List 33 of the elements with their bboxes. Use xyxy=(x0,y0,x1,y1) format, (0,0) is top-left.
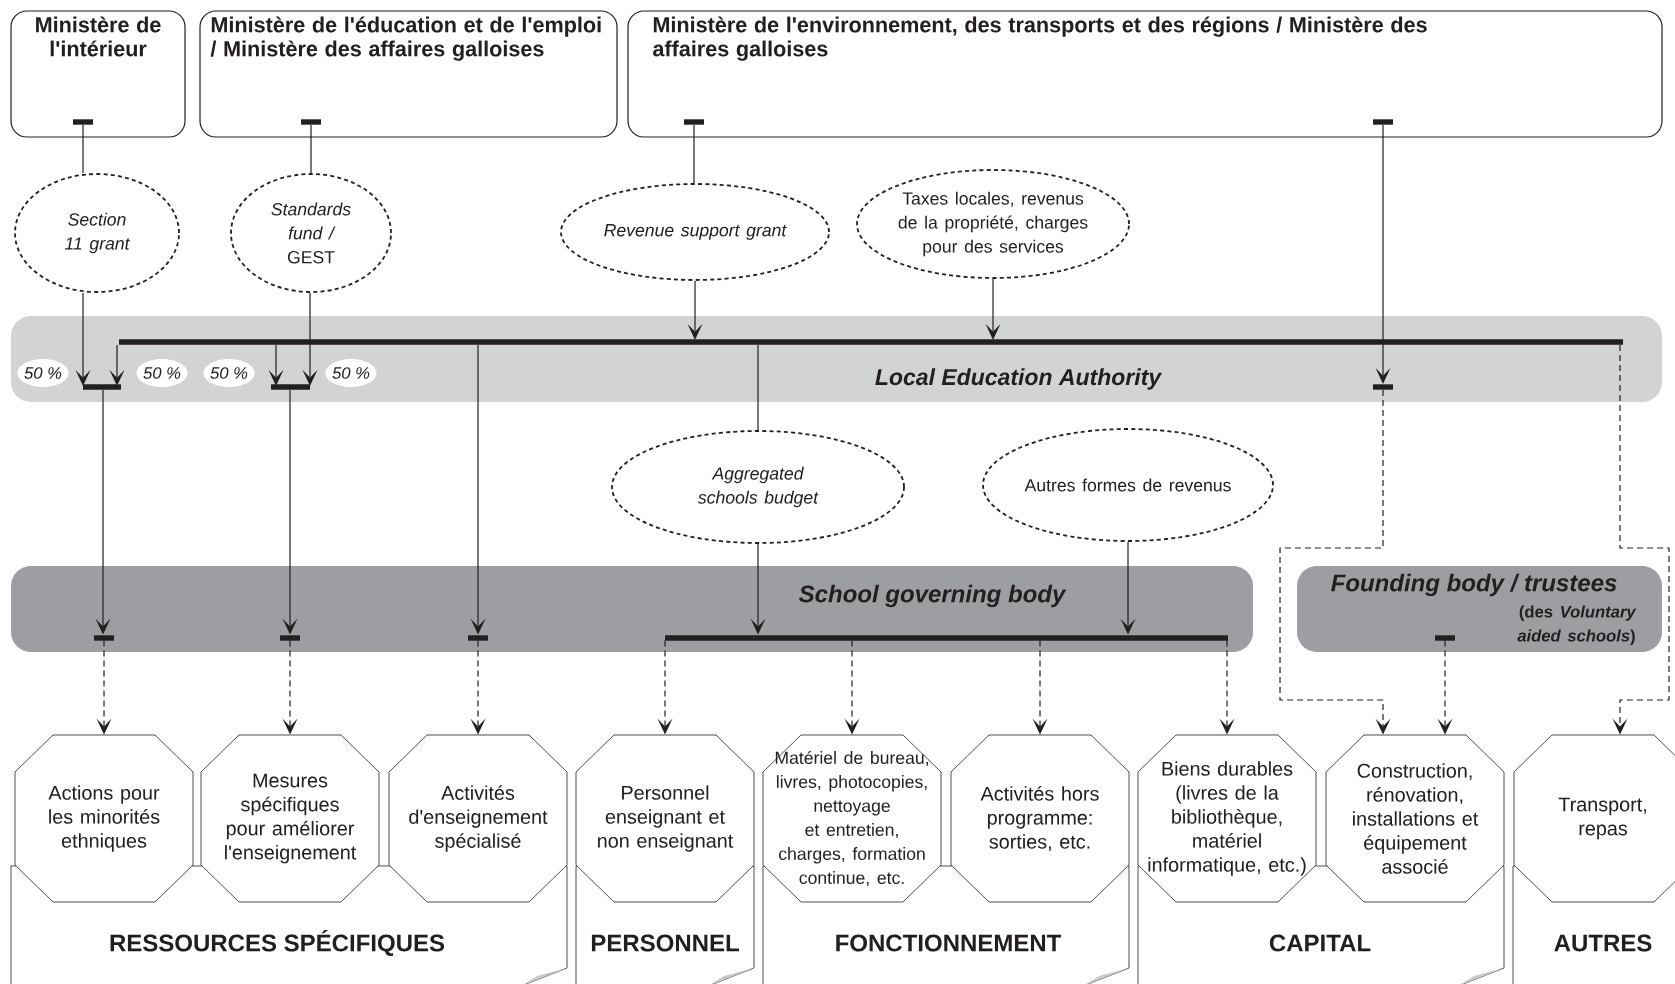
expense-octagon: Transport, repas xyxy=(1513,734,1675,903)
ministry-box: Ministère de l'éducation et de l'emploi / Ministère des affaires galloises xyxy=(199,10,618,138)
ministry-box: Ministère de l'intérieur xyxy=(10,10,186,138)
connector-bar xyxy=(1373,384,1393,390)
expense-octagon: Construction, rénovation, installations et équipement associé xyxy=(1325,734,1505,903)
connector-bar xyxy=(83,384,121,390)
expense-octagon: Actions pour les minorités ethniques xyxy=(14,734,194,903)
expense-octagon: Biens durables (livres de la bibliothèque, matériel informatique, etc.) xyxy=(1137,734,1317,903)
connector-line xyxy=(310,124,312,174)
connector-bar xyxy=(73,119,93,125)
connector-line xyxy=(757,344,759,431)
connector-bar xyxy=(301,119,321,125)
connector-line xyxy=(82,124,84,174)
percent-oval: 50 % xyxy=(203,359,255,387)
percent-oval: 50 % xyxy=(17,359,69,387)
percent-oval: 50 % xyxy=(136,359,188,387)
node-label: CAPITAL xyxy=(1269,934,1371,952)
expense-octagon: Activités hors programme: sorties, etc. xyxy=(950,734,1130,903)
expense-octagon: Activités d'enseignement spécialisé xyxy=(388,734,568,903)
ministry-box: Ministère de l'environnement, des transports et des régions / Ministère des affaires galloises xyxy=(627,10,1663,138)
connector-bar xyxy=(271,384,310,390)
expense-octagon: Matériel de bureau, livres, photocopies, nettoyage et entretien, charges, formation continue, etc. xyxy=(762,734,942,903)
connector-bar xyxy=(1373,119,1393,125)
expense-octagon: Mesures spécifiques pour améliorer l'enseignement xyxy=(200,734,380,903)
organisation-band: School governing body xyxy=(11,566,1253,652)
expense-octagon: Personnel enseignant et non enseignant xyxy=(575,734,755,903)
node-label: FONCTIONNEMENT xyxy=(836,934,1062,952)
organisation-band: Founding body / trustees (des Voluntary aided schools) xyxy=(1297,566,1662,652)
node-label: RESSOURCES SPÉCIFIQUES xyxy=(110,930,445,957)
connector-bar xyxy=(684,119,704,125)
node-label: PERSONNEL xyxy=(591,934,739,952)
connector-line xyxy=(693,124,695,184)
percent-oval: 50 % xyxy=(325,359,377,387)
